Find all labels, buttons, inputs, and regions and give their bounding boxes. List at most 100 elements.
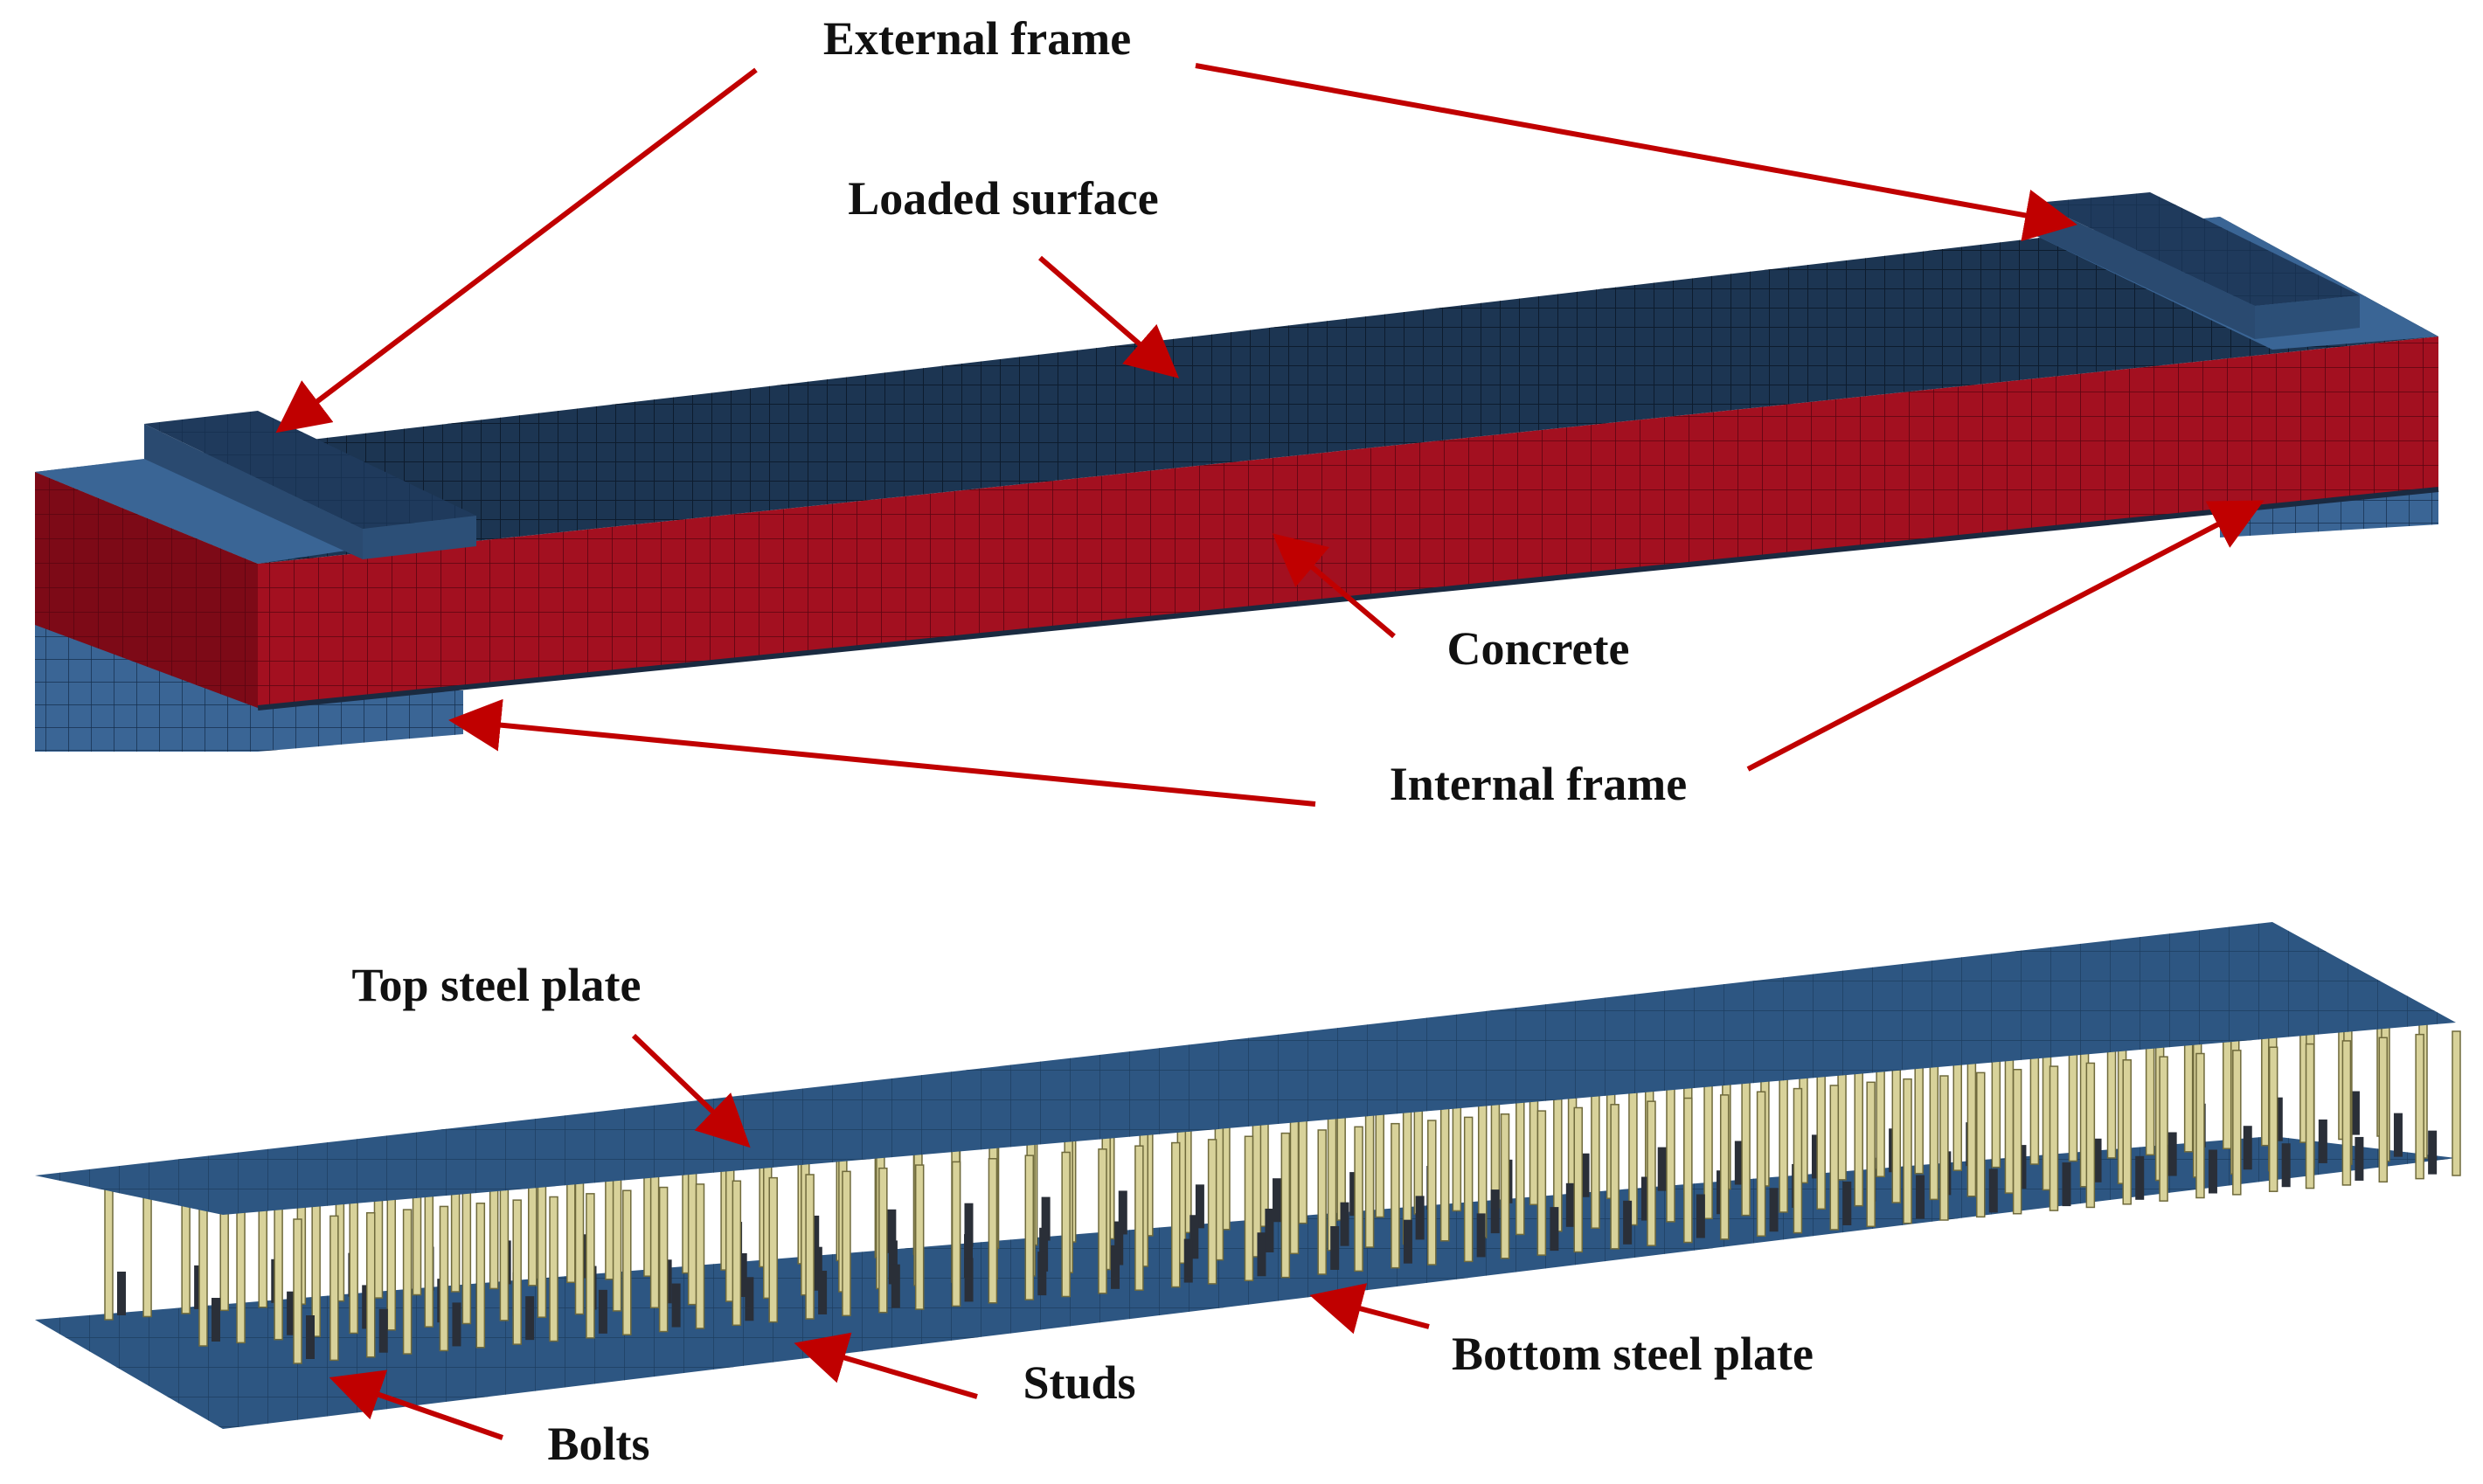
bolt — [1657, 1147, 1667, 1191]
bolt — [2208, 1149, 2217, 1194]
stud — [1463, 1116, 1474, 1263]
stud — [805, 1174, 815, 1320]
arrow-bottom-steel-plate — [1309, 1283, 1430, 1335]
stud — [622, 1189, 632, 1335]
stud — [1317, 1129, 1327, 1275]
bolt — [1580, 1153, 1590, 1197]
stud — [402, 1209, 413, 1355]
bolt — [452, 1302, 461, 1347]
bolt — [1349, 1172, 1359, 1217]
bolt — [2273, 1097, 2283, 1141]
stud — [988, 1158, 998, 1304]
stud — [1779, 1071, 1788, 1213]
stud — [649, 1167, 660, 1309]
stud — [386, 1189, 397, 1331]
label-internal-frame: Internal frame — [1390, 758, 1687, 810]
bolt — [888, 1240, 898, 1285]
stud — [424, 1186, 434, 1328]
stud — [1427, 1120, 1437, 1266]
stud — [329, 1215, 339, 1362]
stud — [1976, 1071, 1986, 1218]
stud — [2122, 1059, 2132, 1205]
stud — [1207, 1139, 1217, 1285]
stud — [349, 1192, 358, 1335]
stud — [1289, 1113, 1300, 1255]
stud — [1939, 1075, 1949, 1221]
bolt — [887, 1209, 897, 1253]
bolt — [2355, 1136, 2364, 1181]
stud — [104, 1188, 114, 1321]
bolt — [1565, 1182, 1575, 1227]
bolt — [1623, 1200, 1633, 1245]
bolt — [1490, 1189, 1500, 1234]
bolt — [2167, 1132, 2177, 1176]
stud — [2049, 1065, 2059, 1211]
bolt — [1696, 1194, 1705, 1238]
bolt — [964, 1234, 974, 1279]
label-loaded-surface: Loaded surface — [848, 172, 1158, 225]
stud — [1666, 1081, 1675, 1223]
stud — [768, 1176, 778, 1323]
stud — [1756, 1091, 1766, 1237]
label-concrete: Concrete — [1447, 622, 1630, 675]
arrow-external-frame-right — [1195, 63, 2077, 241]
stud — [439, 1205, 449, 1352]
stud — [1391, 1122, 1400, 1269]
stud — [1591, 1087, 1600, 1229]
stud — [293, 1218, 302, 1364]
stud — [2341, 1040, 2352, 1186]
stud — [2305, 1043, 2315, 1189]
stud — [878, 1167, 888, 1314]
bolt — [1811, 1134, 1821, 1179]
bolt — [2092, 1138, 2102, 1182]
stud — [586, 1193, 595, 1339]
stud — [1170, 1141, 1181, 1288]
stud — [1364, 1106, 1375, 1248]
label-bolts: Bolts — [547, 1418, 649, 1470]
stud — [574, 1173, 585, 1315]
stud — [274, 1198, 283, 1341]
bolt — [738, 1252, 747, 1297]
bolt — [2062, 1162, 2071, 1207]
arrow-studs — [794, 1332, 978, 1399]
arrow-bolts — [329, 1370, 503, 1440]
bolt — [964, 1203, 974, 1247]
bolt — [212, 1298, 220, 1342]
bolt — [1330, 1225, 1340, 1270]
stud — [2268, 1046, 2278, 1192]
stud — [1866, 1081, 1876, 1228]
stud — [2232, 1050, 2242, 1196]
bolt — [1041, 1196, 1051, 1241]
stud — [1854, 1064, 1863, 1207]
bolt — [1037, 1252, 1047, 1296]
bolt — [194, 1265, 204, 1309]
stud — [2004, 1052, 2015, 1194]
stud — [1793, 1087, 1803, 1234]
bolt — [1415, 1196, 1425, 1240]
arrow-internal-frame-left — [448, 698, 1316, 807]
stud — [1573, 1106, 1584, 1253]
bolt — [1039, 1227, 1049, 1272]
bolt — [818, 1270, 828, 1314]
steel-plate-model — [35, 922, 2461, 1429]
bolt — [813, 1246, 822, 1291]
stud — [1061, 1151, 1071, 1298]
bolt — [1265, 1208, 1274, 1252]
stud — [1610, 1104, 1619, 1250]
bolt — [1257, 1232, 1266, 1277]
bolt — [1340, 1202, 1349, 1246]
stud — [1244, 1135, 1254, 1282]
bolt — [1403, 1219, 1412, 1264]
stud — [1647, 1100, 1656, 1246]
bolt — [2135, 1155, 2145, 1200]
stud — [142, 1184, 152, 1318]
stud — [1536, 1110, 1547, 1256]
stud — [1098, 1148, 1107, 1294]
bolt — [1988, 1168, 1998, 1213]
arrow-internal-frame-right — [1746, 500, 2265, 772]
stud — [1903, 1078, 1912, 1224]
bolt — [117, 1272, 126, 1315]
stud — [1134, 1145, 1144, 1291]
bolt — [1195, 1184, 1204, 1229]
stud — [499, 1180, 510, 1321]
